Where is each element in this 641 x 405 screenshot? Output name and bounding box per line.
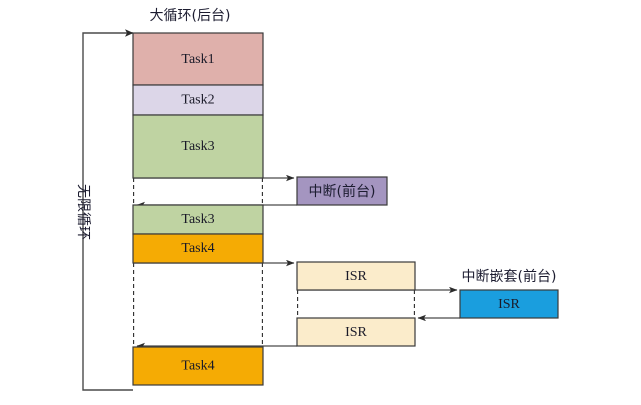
foreground-interrupt-blocks: 中断(前台) ISR ISR ISR	[296, 176, 559, 347]
task-block-rect	[132, 114, 264, 179]
task-block-label: Task3	[181, 212, 214, 227]
isr-block: ISR	[296, 317, 416, 347]
nested-isr-block-label: ISR	[498, 297, 520, 312]
task-block: Task4	[132, 233, 264, 264]
nested-isr-block: ISR	[459, 289, 559, 319]
task-block: Task3	[132, 114, 264, 179]
infinite-loop-label: 无限循环	[75, 184, 91, 240]
loop-bracket-path	[82, 32, 133, 391]
task-block-label: Task1	[181, 52, 214, 67]
task-block: Task4	[132, 346, 264, 386]
interrupt-block: 中断(前台)	[296, 176, 388, 206]
isr-block-label: ISR	[345, 325, 367, 340]
task-block-label: Task3	[181, 139, 214, 154]
task-block: Task1	[132, 32, 264, 86]
page-title-background-loop: 大循环(后台)	[150, 8, 231, 24]
task-block-rect	[132, 84, 264, 116]
interrupt-block-rect	[296, 176, 388, 206]
nested-isr-block-rect	[459, 289, 559, 319]
isr-block-rect	[296, 317, 416, 347]
isr-block-rect	[296, 261, 416, 291]
task-block-rect	[132, 32, 264, 86]
task-block-rect	[132, 204, 264, 235]
interrupt-block-label: 中断(前台)	[309, 183, 376, 200]
isr-block: ISR	[296, 261, 416, 291]
task-block: Task3	[132, 204, 264, 235]
isr-block-label: ISR	[345, 269, 367, 284]
task-block-label: Task4	[181, 241, 214, 256]
task-block-label: Task2	[181, 93, 214, 108]
infinite-loop-bracket	[82, 29, 134, 391]
nested-interrupt-caption: 中断嵌套(前台)	[462, 268, 557, 285]
task-block-label: Task4	[181, 359, 214, 374]
task-block-rect	[132, 233, 264, 264]
background-task-blocks: Task1 Task2 Task3 Task3 Task4 Task4	[132, 32, 264, 386]
timeline-dashed-guides	[133, 178, 415, 347]
task-block: Task2	[132, 84, 264, 116]
task-block-rect	[132, 346, 264, 386]
loop-arrow-head-icon	[125, 29, 134, 37]
